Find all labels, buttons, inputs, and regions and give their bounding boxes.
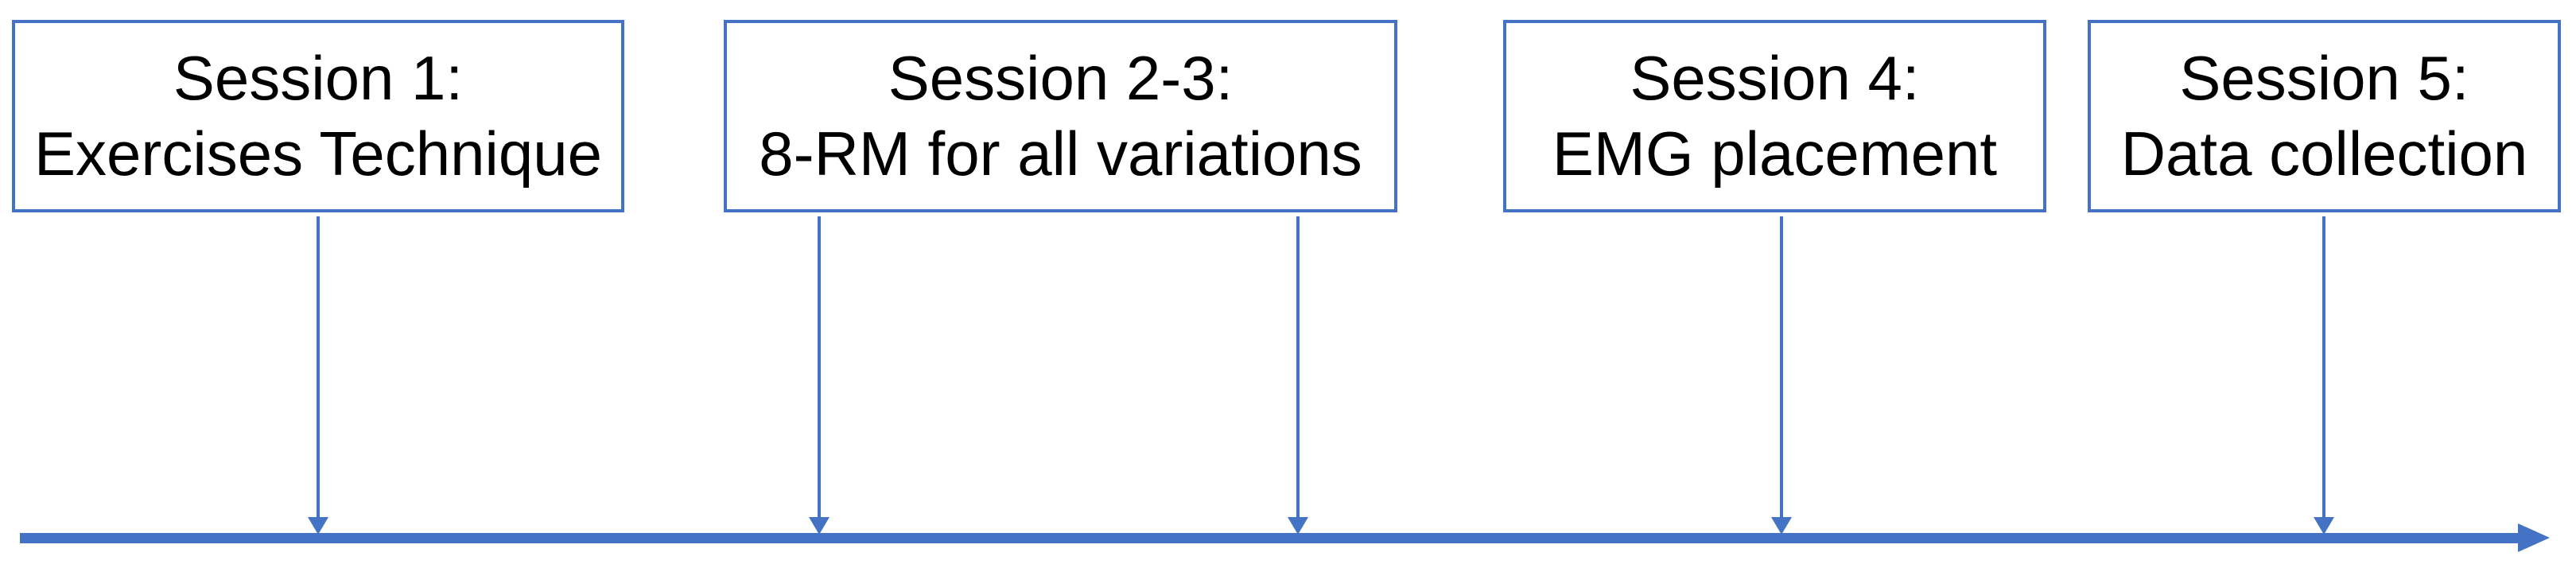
down-arrow-session-2-icon bbox=[809, 216, 830, 535]
session-4-title: Session 4: bbox=[1630, 43, 1920, 113]
session-2-3-box: Session 2-3: 8-RM for all variations bbox=[724, 20, 1397, 212]
session-2-3-title: Session 2-3: bbox=[888, 43, 1234, 113]
arrow-stem bbox=[2322, 216, 2325, 519]
session-5-description: Data collection bbox=[2120, 119, 2528, 189]
arrow-stem bbox=[317, 216, 320, 519]
arrowhead-down-icon bbox=[308, 517, 328, 535]
arrowhead-down-icon bbox=[2314, 517, 2334, 535]
session-5-box: Session 5: Data collection bbox=[2088, 20, 2561, 212]
arrowhead-down-icon bbox=[1288, 517, 1308, 535]
session-1-box: Session 1: Exercises Technique bbox=[12, 20, 624, 212]
session-4-box: Session 4: EMG placement bbox=[1503, 20, 2046, 212]
arrowhead-down-icon bbox=[1771, 517, 1792, 535]
arrow-stem bbox=[1296, 216, 1300, 519]
session-1-description: Exercises Technique bbox=[34, 119, 602, 189]
session-1-title: Session 1: bbox=[173, 43, 464, 113]
session-4-description: EMG placement bbox=[1552, 119, 1998, 189]
down-arrow-session-1-icon bbox=[308, 216, 328, 535]
arrowhead-down-icon bbox=[809, 517, 830, 535]
timeline-axis bbox=[20, 533, 2523, 543]
down-arrow-session-4-icon bbox=[1771, 216, 1792, 535]
arrow-stem bbox=[1780, 216, 1783, 519]
down-arrow-session-3-icon bbox=[1288, 216, 1308, 535]
arrow-stem bbox=[818, 216, 821, 519]
timeline-arrowhead-right-icon bbox=[2518, 523, 2550, 552]
down-arrow-session-5-icon bbox=[2314, 216, 2334, 535]
session-5-title: Session 5: bbox=[2179, 43, 2469, 113]
session-2-3-description: 8-RM for all variations bbox=[759, 119, 1362, 189]
